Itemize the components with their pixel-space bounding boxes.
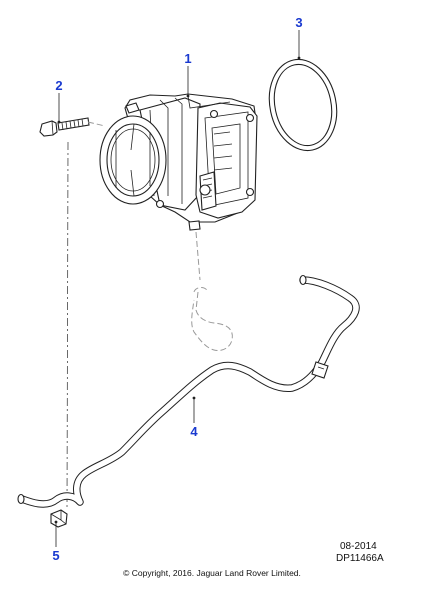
fixing-centerline	[66, 141, 69, 511]
callout-3: 3	[295, 15, 302, 30]
ghost-hose-outline	[191, 287, 233, 351]
bolt-assembly-line	[87, 121, 106, 127]
callout-5: 5	[52, 548, 59, 563]
hose-part	[17, 274, 360, 508]
bolt-part	[39, 117, 90, 137]
callout-2: 2	[55, 78, 62, 93]
clip-part	[50, 509, 68, 528]
throttle-body-part	[99, 93, 258, 231]
copyright-notice: © Copyright, 2016. Jaguar Land Rover Lim…	[123, 568, 301, 578]
callout-4: 4	[190, 424, 198, 439]
gasket-part	[268, 58, 338, 152]
document-code: DP11466A	[336, 553, 384, 564]
hose-connection-line	[195, 231, 201, 281]
date-code: 08-2014	[340, 541, 377, 552]
callout-1: 1	[184, 51, 191, 66]
